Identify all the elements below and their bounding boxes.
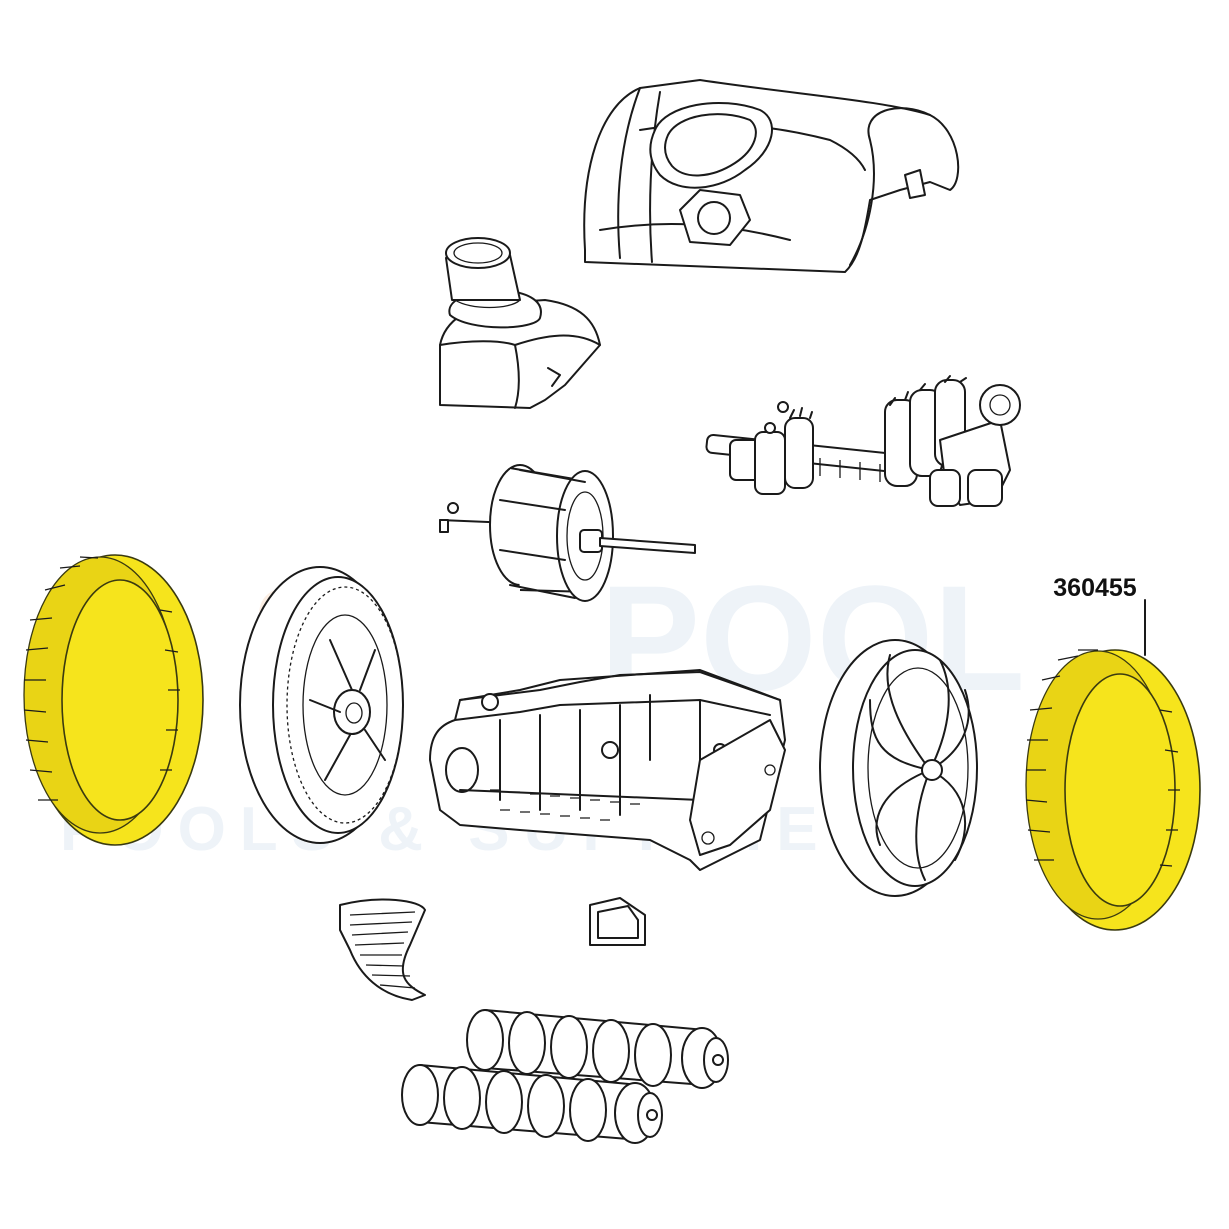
top-cover	[583, 79, 960, 273]
part-number-label: 360455	[1053, 574, 1137, 602]
turbine-drum	[439, 464, 696, 602]
roller-upper	[466, 1009, 729, 1089]
valve-flap	[589, 897, 646, 946]
wheel-left	[239, 566, 404, 844]
main-chassis	[429, 669, 786, 871]
gear-shaft-assembly	[705, 375, 1021, 507]
wheel-right	[819, 639, 978, 897]
tire-left-highlighted	[23, 554, 204, 846]
roller-lower	[401, 1064, 663, 1144]
bumper-skirt	[339, 898, 426, 1001]
hose-nozzle	[439, 237, 601, 409]
tire-right-highlighted	[1025, 649, 1201, 931]
